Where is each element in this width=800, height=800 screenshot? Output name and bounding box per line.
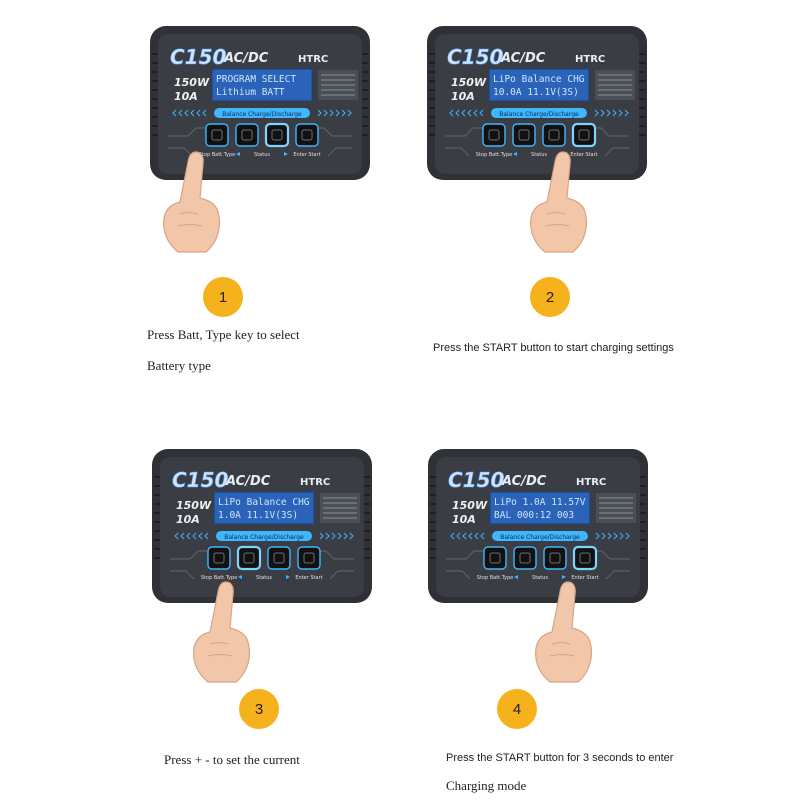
charger-button-1[interactable]: [207, 546, 231, 570]
amperage-label: 10A: [451, 90, 475, 103]
power-type-label: AC/DC: [225, 474, 271, 489]
pointing-hand: [530, 580, 600, 690]
charger-button-3[interactable]: [267, 546, 291, 570]
charger-button-4[interactable]: [571, 122, 597, 148]
wattage-label: 150W: [176, 499, 212, 512]
wattage-label: 150W: [174, 76, 210, 89]
power-type-label: AC/DC: [223, 51, 269, 66]
button-label-status: Status: [532, 575, 548, 581]
step-number-badge: 3: [239, 689, 279, 729]
button-label-status: Status: [256, 575, 272, 581]
step-number-badge: 4: [497, 689, 537, 729]
charger-button-3[interactable]: [264, 122, 290, 148]
charger-button-3[interactable]: [542, 123, 566, 147]
wattage-label: 150W: [452, 499, 488, 512]
step-caption-line-1: Press the START button for 3 seconds to …: [446, 752, 674, 764]
step-caption-line-2: Charging mode: [446, 778, 527, 793]
step-caption-line-1: Press Batt, Type key to select: [147, 327, 300, 342]
charger-button-3[interactable]: [543, 546, 567, 570]
lcd-line-2: Lithium BATT: [216, 87, 285, 98]
model-logo: C150: [447, 45, 504, 69]
pointing-hand: [188, 580, 258, 690]
amperage-label: 10A: [174, 90, 198, 103]
button-label-stop: Stop Batt.Type: [201, 575, 237, 581]
lcd-line-2: 10.0A 11.1V(3S): [493, 87, 579, 98]
button-label-stop: Stop Batt.Type: [476, 152, 512, 158]
charger-button-2[interactable]: [513, 546, 537, 570]
amperage-label: 10A: [176, 513, 200, 526]
step-caption-line-2: Battery type: [147, 358, 211, 373]
charger-button-1[interactable]: [482, 123, 506, 147]
button-label-status: Status: [254, 152, 270, 158]
lcd-screen: [489, 491, 591, 525]
lcd-line-1: LiPo Balance CHG: [493, 74, 585, 85]
lcd-line-1: LiPo Balance CHG: [218, 497, 310, 508]
charger-button-4[interactable]: [297, 546, 321, 570]
button-label-status: Status: [531, 152, 547, 158]
button-label-enter: Enter Start: [295, 575, 322, 581]
wattage-label: 150W: [451, 76, 487, 89]
charger-button-1[interactable]: [205, 123, 229, 147]
step-number-badge: 2: [530, 277, 570, 317]
charger-button-4[interactable]: [572, 545, 598, 571]
charger-button-1[interactable]: [483, 546, 507, 570]
lcd-screen: [213, 491, 315, 525]
mode-banner: Balance Charge/Discharge: [224, 534, 304, 541]
step-number-badge: 1: [203, 277, 243, 317]
brand-logo: HTRC: [575, 54, 605, 65]
charger-button-2[interactable]: [512, 123, 536, 147]
mode-banner: Balance Charge/Discharge: [222, 111, 302, 118]
lcd-line-2: 1.0A 11.1V(3S): [218, 510, 298, 521]
button-label-stop: Stop Batt.Type: [199, 152, 235, 158]
model-logo: C150: [170, 45, 227, 69]
charger-button-4[interactable]: [295, 123, 319, 147]
button-label-enter: Enter Start: [293, 152, 320, 158]
amperage-label: 10A: [452, 513, 476, 526]
brand-logo: HTRC: [576, 477, 606, 488]
charger-button-2[interactable]: [235, 123, 259, 147]
pointing-hand: [158, 150, 228, 260]
brand-logo: HTRC: [300, 477, 330, 488]
lcd-screen: [211, 68, 313, 102]
button-label-enter: Enter Start: [571, 575, 598, 581]
brand-logo: HTRC: [298, 54, 328, 65]
model-logo: C150: [448, 468, 505, 492]
button-label-enter: Enter Start: [570, 152, 597, 158]
charger-button-2[interactable]: [236, 545, 262, 571]
lcd-line-1: LiPo 1.0A 11.57V: [494, 497, 586, 508]
pointing-hand: [525, 150, 595, 260]
lcd-screen: [488, 68, 590, 102]
power-type-label: AC/DC: [501, 474, 547, 489]
step-caption-line-1: Press the START button to start charging…: [433, 342, 674, 354]
lcd-line-2: BAL 000:12 003: [494, 510, 574, 521]
step-caption-line-1: Press + - to set the current: [164, 752, 300, 767]
lcd-line-1: PROGRAM SELECT: [216, 74, 296, 85]
power-type-label: AC/DC: [500, 51, 546, 66]
mode-banner: Balance Charge/Discharge: [500, 534, 580, 541]
button-label-stop: Stop Batt.Type: [477, 575, 513, 581]
model-logo: C150: [172, 468, 229, 492]
mode-banner: Balance Charge/Discharge: [499, 111, 579, 118]
